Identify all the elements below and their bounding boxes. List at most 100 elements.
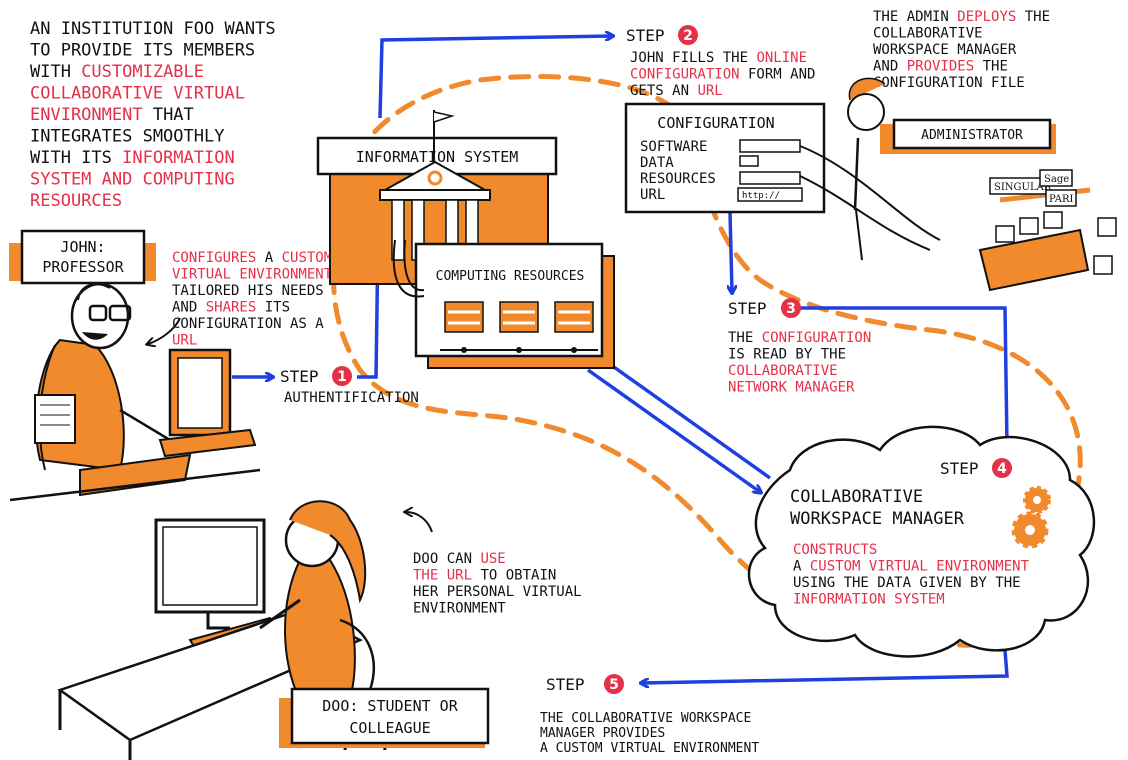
workspace-manager-title-line2: WORKSPACE MANAGER	[790, 509, 965, 529]
step2-badge	[678, 25, 698, 45]
john-figure	[34, 282, 171, 472]
step1-word: STEP	[280, 367, 319, 386]
doo-description-line: HER PERSONAL VIRTUAL	[413, 584, 582, 600]
software-tag-pari: PARI	[1049, 194, 1074, 205]
step5-badge	[604, 674, 624, 694]
information-system-label: INFORMATION SYSTEM	[356, 148, 519, 166]
step4: STEP 4 COLLABORATIVE WORKSPACE MANAGER C…	[790, 458, 1030, 608]
step3-description-line: IS READ BY THE	[728, 347, 846, 363]
doo-tag: DOO: STUDENT OR COLLEAGUE	[279, 687, 490, 748]
doo-figure	[259, 500, 387, 751]
software-tag-singular: SINGULAR	[994, 182, 1052, 193]
admin-description-line: COLLABORATIVE	[873, 26, 983, 42]
step4-description-line: INFORMATION SYSTEM	[793, 592, 945, 608]
intro-line: COLLABORATIVE VIRTUAL	[30, 84, 245, 104]
intro-line: TO PROVIDE ITS MEMBERS	[30, 41, 255, 61]
intro-line: SYSTEM AND COMPUTING	[30, 170, 235, 190]
step5-word: STEP	[546, 675, 585, 694]
step3-description-line: THE CONFIGURATION	[728, 330, 871, 346]
doo-description-line: THE URL TO OBTAIN	[413, 568, 556, 584]
configuration-form-title: CONFIGURATION	[657, 114, 774, 132]
doo-description-segment: THE URL	[413, 568, 472, 584]
step2: STEP 2 JOHN FILLS THE ONLINECONFIGURATIO…	[626, 25, 815, 99]
data-input	[739, 155, 759, 167]
software-input	[739, 139, 801, 153]
intro-segment: RESOURCES	[30, 191, 122, 211]
intro-segment: CUSTOMIZABLE	[81, 62, 204, 82]
doo-tag-line2: COLLEAGUE	[349, 719, 430, 737]
step2-description-segment: ONLINE	[756, 50, 807, 66]
step4-description-segment: A	[793, 559, 810, 575]
john-description-segment: ITS	[256, 300, 290, 316]
intro-segment: WITH ITS	[30, 148, 122, 168]
admin-figure	[847, 77, 886, 261]
step3-description-segment: THE	[728, 330, 762, 346]
step3-description-line: COLLABORATIVE	[728, 363, 838, 379]
workspace-manager-cloud	[747, 425, 1096, 658]
workspace-manager-title-line1: COLLABORATIVE	[790, 487, 923, 507]
step2-description-segment: FORM AND	[740, 67, 816, 83]
toolbox: SINGULAR Sage PARI	[978, 169, 1117, 292]
step3-description-segment: COLLABORATIVE	[728, 363, 838, 379]
pointer-arrow-doo	[406, 512, 433, 533]
intro-segment: SYSTEM AND COMPUTING	[30, 170, 235, 190]
admin-description-segment: DEPLOYS	[957, 9, 1016, 25]
intro-line: INTEGRATES SMOOTHLY	[30, 127, 224, 147]
john-description-line: URL	[172, 333, 197, 349]
step4-number: 4	[997, 461, 1007, 477]
information-system: INFORMATION SYSTEM	[316, 110, 558, 285]
doo-description-segment: DOO CAN	[413, 551, 480, 567]
doo-description-segment: HER PERSONAL VIRTUAL	[413, 584, 582, 600]
step1-badge	[332, 366, 352, 386]
john-computer	[9, 348, 261, 502]
intro-line: WITH ITS INFORMATION	[30, 148, 235, 168]
step2-number: 2	[683, 28, 693, 44]
admin-description-line: THE ADMIN DEPLOYS THE	[873, 9, 1050, 25]
intro-segment: ENVIRONMENT	[30, 105, 143, 125]
admin-description-segment: CONFIGURATION FILE	[873, 75, 1025, 91]
step5-description-segment: THE COLLABORATIVE WORKSPACE	[540, 711, 751, 726]
john-description-segment: CUSTOM	[282, 250, 333, 266]
john-description-line: CONFIGURES A CUSTOM	[172, 250, 332, 266]
intro-segment: AN INSTITUTION FOO WANTS	[30, 19, 276, 39]
doo-description-segment: ENVIRONMENT	[413, 601, 506, 617]
step5-number: 5	[609, 677, 619, 693]
step4-description-line: A CUSTOM VIRTUAL ENVIRONMENT	[793, 559, 1030, 575]
doo-description-segment: TO OBTAIN	[472, 568, 556, 584]
step3-description-segment: IS READ BY THE	[728, 347, 846, 363]
step4-description-segment: CONSTRUCTS	[793, 542, 877, 558]
step4-description-line: USING THE DATA GIVEN BY THE	[793, 575, 1021, 591]
john-description-segment: TAILORED HIS NEEDS	[172, 283, 324, 299]
john-description-segment: SHARES	[206, 300, 257, 316]
arrow-info-system-to-step2	[378, 36, 612, 119]
step4-description-segment: USING THE DATA GIVEN BY THE	[793, 575, 1021, 591]
john-description-segment: CONFIGURATION AS A	[172, 316, 324, 332]
step4-description-segment: CUSTOM VIRTUAL ENVIRONMENT	[810, 559, 1030, 575]
step5: STEP 5 THE COLLABORATIVE WORKSPACEMANAGE…	[540, 674, 759, 756]
admin-description-line: WORKSPACE MANAGER	[873, 42, 1017, 58]
step2-description-segment: JOHN FILLS THE	[630, 50, 756, 66]
intro-line: AN INSTITUTION FOO WANTS	[30, 19, 276, 39]
config-field-url: URL	[640, 187, 665, 203]
admin-description-segment: WORKSPACE MANAGER	[873, 42, 1017, 58]
step2-description-line: CONFIGURATION FORM AND	[630, 67, 815, 83]
john-tag-line1: JOHN:	[60, 238, 105, 256]
doo-description-segment: USE	[480, 551, 505, 567]
step5-description-segment: MANAGER PROVIDES	[540, 726, 665, 741]
intro-segment: INFORMATION	[122, 148, 235, 168]
admin-description-line: AND PROVIDES THE	[873, 59, 1008, 75]
step2-description-line: GETS AN URL	[630, 83, 723, 99]
config-field-data: DATA	[640, 155, 674, 171]
step3-word: STEP	[728, 299, 767, 318]
admin-description-segment: PROVIDES	[907, 59, 974, 75]
step3-badge	[781, 298, 801, 318]
intro-segment: WITH	[30, 62, 81, 82]
step1-number: 1	[337, 369, 347, 385]
gears-icon	[1011, 486, 1051, 549]
john-tag: JOHN: PROFESSOR	[9, 229, 156, 285]
